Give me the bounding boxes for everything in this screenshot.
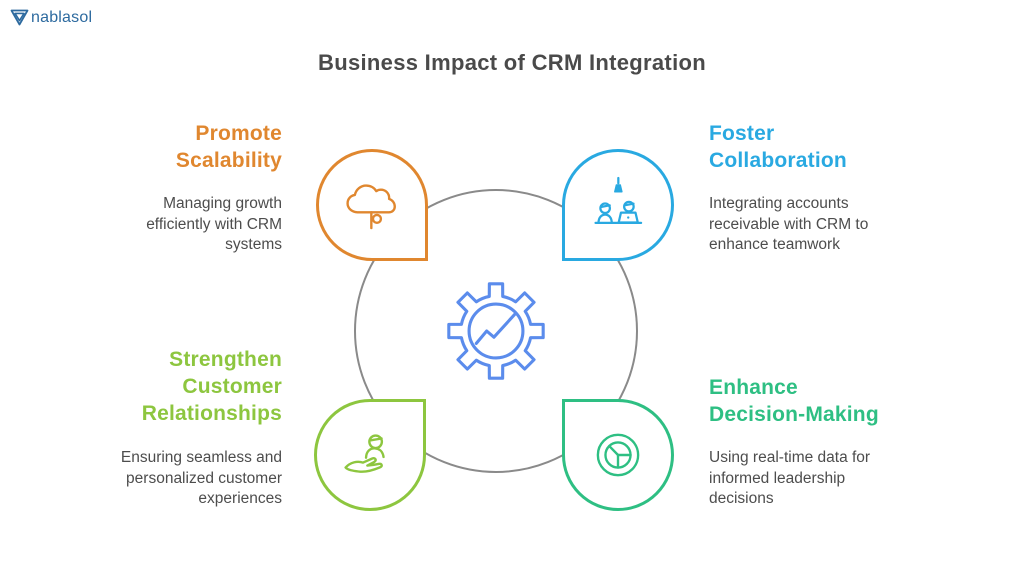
logo-text: nablasol — [31, 8, 93, 26]
heading-line: Collaboration — [709, 149, 847, 172]
quadrant-description: Ensuring seamless and personalized custo… — [120, 449, 282, 507]
teardrop-strengthen-relationships — [314, 399, 426, 511]
heading-line: Decision-Making — [709, 403, 879, 426]
quadrant-foster-collaboration: Foster Collaboration Integrating account… — [709, 120, 904, 256]
quadrant-heading: Foster Collaboration — [709, 120, 904, 174]
quadrant-promote-scalability: Promote Scalability Managing growth effi… — [82, 120, 282, 256]
center-ring — [354, 189, 638, 473]
pie-chart-icon — [585, 422, 651, 488]
quadrant-heading: Enhance Decision-Making — [709, 374, 904, 428]
gear-analytics-icon — [438, 273, 554, 389]
infographic-title: Business Impact of CRM Integration — [318, 50, 706, 75]
quadrant-description: Managing growth efficiently with CRM sys… — [146, 195, 282, 253]
heading-line: Enhance — [709, 376, 798, 399]
teamwork-icon — [585, 172, 651, 238]
quadrant-heading: Strengthen Customer Relationships — [82, 346, 282, 427]
heading-line: Scalability — [175, 149, 282, 172]
quadrant-enhance-decision-making: Enhance Decision-Making Using real-time … — [709, 374, 904, 510]
heading-line: Strengthen — [169, 348, 282, 371]
heading-line: Foster — [709, 122, 775, 145]
quadrant-strengthen-relationships: Strengthen Customer Relationships Ensuri… — [82, 346, 282, 510]
heading-line: Promote — [195, 122, 282, 145]
nablasol-logo: nablasol — [10, 8, 92, 27]
teardrop-foster-collaboration — [562, 149, 674, 261]
teardrop-enhance-decision-making — [562, 399, 674, 511]
nabla-icon — [10, 8, 29, 27]
quadrant-heading: Promote Scalability — [82, 120, 282, 174]
teardrop-promote-scalability — [316, 149, 428, 261]
quadrant-description: Using real-time data for informed leader… — [709, 449, 871, 507]
heading-line: Relationships — [141, 402, 282, 425]
customer-care-icon — [337, 422, 403, 488]
heading-line: Customer — [182, 375, 282, 398]
quadrant-description: Integrating accounts receivable with CRM… — [709, 195, 869, 253]
cloud-network-icon — [339, 172, 405, 238]
